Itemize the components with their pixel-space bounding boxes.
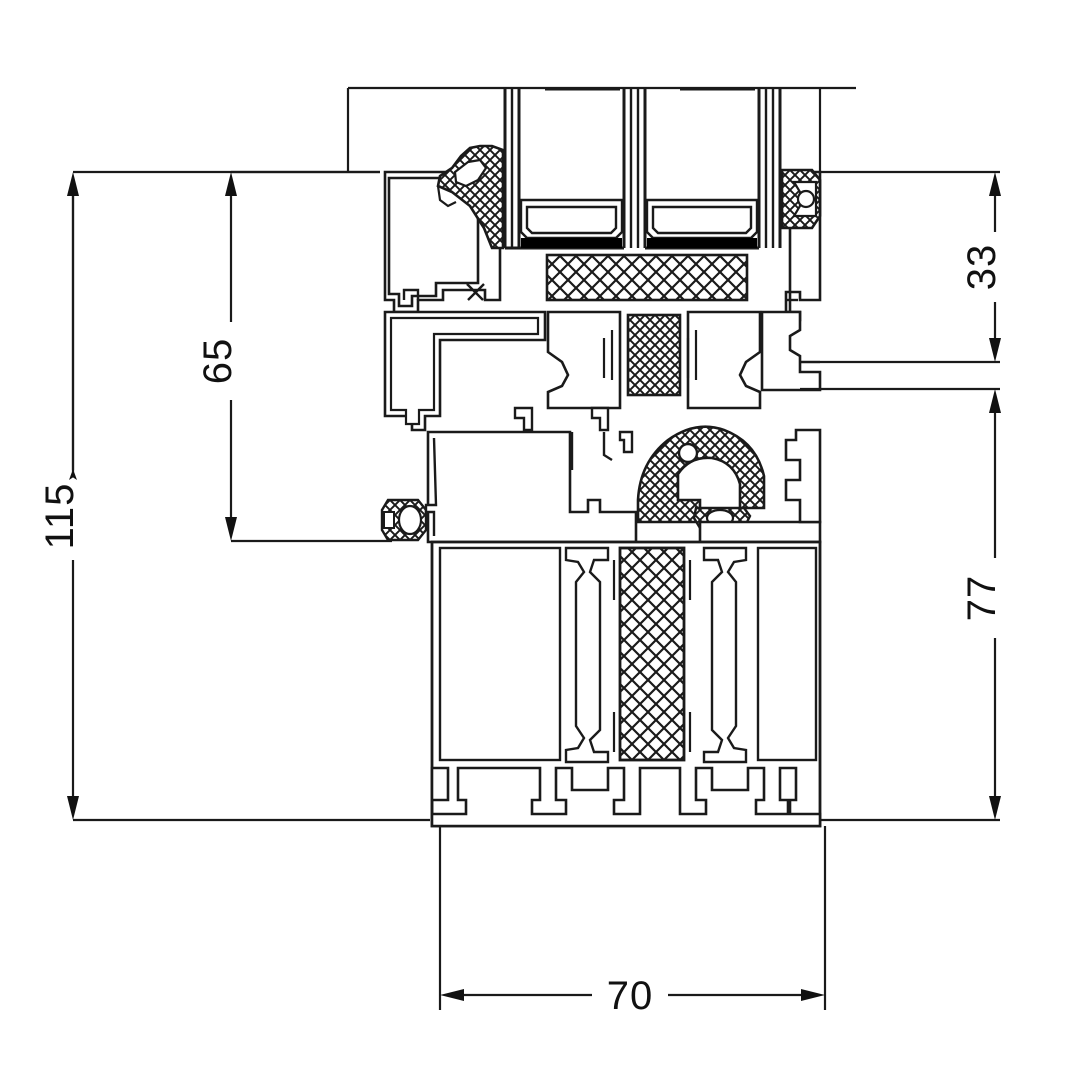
dimension-label-77: 77 bbox=[960, 575, 1004, 622]
dimension-label-70: 70 bbox=[607, 974, 654, 1018]
dimension-65: 65 bbox=[196, 170, 392, 543]
glazing-gasket-right bbox=[780, 168, 822, 230]
aluminium-frame-profile bbox=[424, 428, 822, 828]
warm-edge-spacer-bar-inner bbox=[645, 198, 759, 248]
dimension-115: 115 bbox=[38, 170, 430, 822]
dimension-label-65: 65 bbox=[196, 338, 240, 385]
centre-seal-gasket bbox=[380, 498, 428, 542]
dimension-77: 77 bbox=[800, 387, 1004, 822]
dimension-70: 70 bbox=[438, 826, 827, 1018]
dimension-label-115: 115 bbox=[38, 483, 82, 550]
glazing-gasket-left bbox=[436, 144, 505, 250]
dimension-33: 33 bbox=[820, 170, 1004, 364]
warm-edge-spacer-bar-outer bbox=[519, 198, 624, 248]
dimension-label-33: 33 bbox=[960, 244, 1004, 291]
corner-seal-gasket bbox=[636, 425, 766, 530]
thermal-break-zone-sash bbox=[383, 310, 822, 432]
glazing-setting-block bbox=[545, 253, 749, 302]
